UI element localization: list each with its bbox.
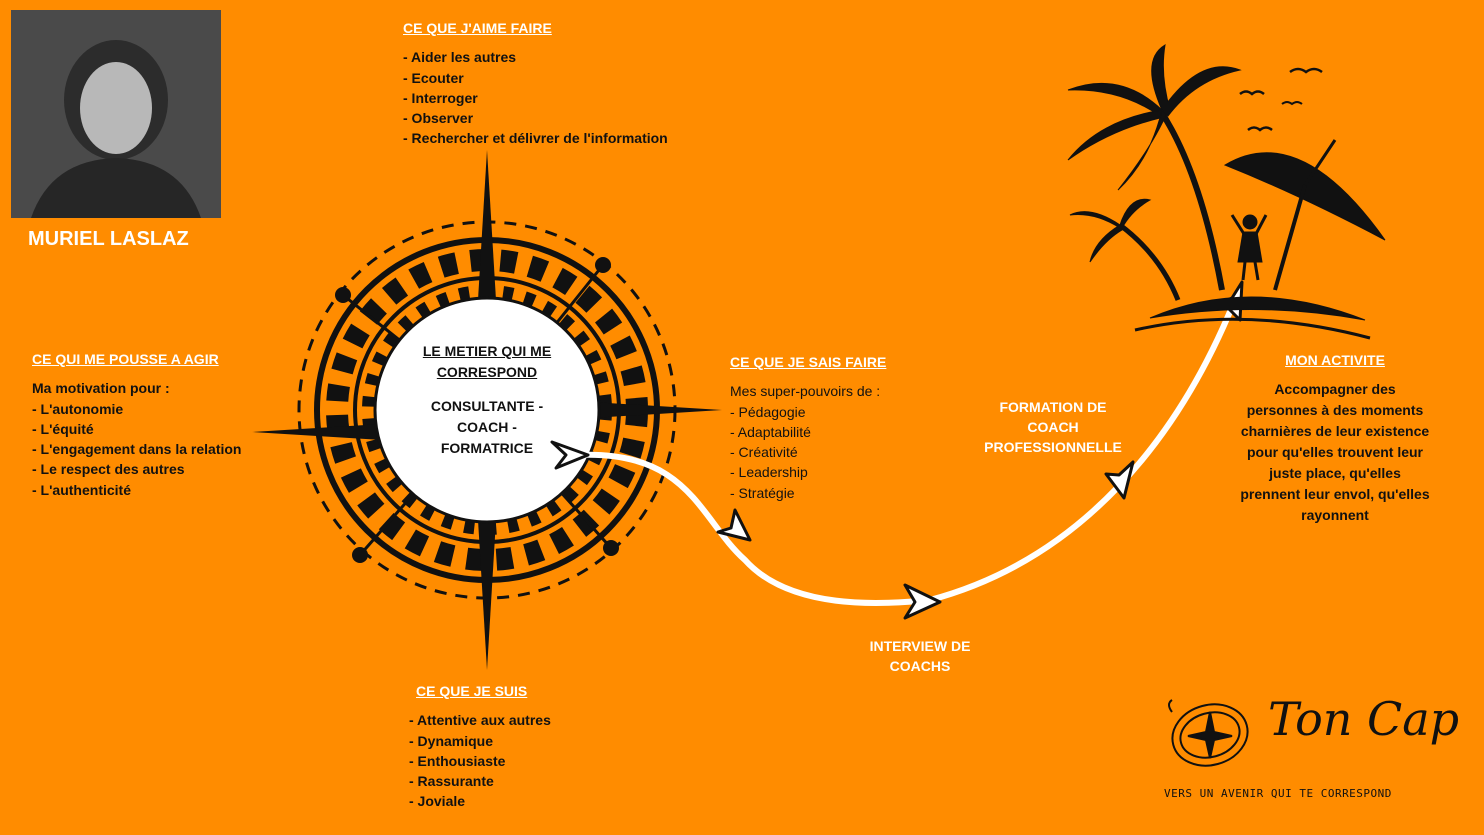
section-sais-faire: CE QUE JE SAIS FAIRE Mes super-pouvoirs … bbox=[730, 352, 886, 503]
portrait-silhouette-icon bbox=[11, 10, 221, 218]
list-item: - Joviale bbox=[409, 793, 466, 810]
list-item: - Attentive aux autres bbox=[409, 712, 551, 729]
section-je-suis: CE QUE JE SUIS - Attentive aux autres - … bbox=[409, 681, 551, 812]
list-item: - Stratégie bbox=[730, 484, 795, 501]
list-item: - Adaptabilité bbox=[730, 423, 811, 440]
section-heading: MON ACTIVITE bbox=[1285, 352, 1385, 368]
brand-logo-text: Ton Cap bbox=[1268, 692, 1460, 746]
person-name: MURIEL LASLAZ bbox=[28, 228, 189, 250]
list-item: - Interroger bbox=[403, 89, 478, 106]
hub-job: CONSULTANTE - COACH - FORMATRICE bbox=[430, 398, 544, 456]
compass-logo-icon bbox=[1168, 699, 1249, 767]
list-item: - L'équité bbox=[32, 420, 94, 437]
item-list: - Aider les autres - Ecouter - Interroge… bbox=[403, 47, 668, 148]
portrait-photo bbox=[11, 10, 221, 218]
section-activite: MON ACTIVITE Accompagner des personnes à… bbox=[1240, 350, 1430, 526]
section-heading: CE QUE J'AIME FAIRE bbox=[403, 20, 552, 36]
list-item: - Créativité bbox=[730, 444, 798, 461]
island-palm-umbrella-icon bbox=[1067, 44, 1386, 340]
list-item: - L'autonomie bbox=[32, 400, 124, 417]
list-item: - Pédagogie bbox=[730, 403, 806, 420]
step-formation: FORMATION DE COACH PROFESSIONNELLE bbox=[984, 399, 1122, 455]
section-pousse-agir: CE QUI ME POUSSE A AGIR Ma motivation po… bbox=[32, 349, 241, 500]
list-item: - L'engagement dans la relation bbox=[32, 441, 242, 458]
item-list: - Pédagogie - Adaptabilité - Créativité … bbox=[730, 402, 886, 503]
list-item: - Rassurante bbox=[409, 773, 494, 790]
list-item: - Ecouter bbox=[403, 69, 464, 86]
section-heading: CE QUE JE SAIS FAIRE bbox=[730, 354, 887, 370]
list-item: - Le respect des autres bbox=[32, 461, 185, 478]
arrow-head-icon bbox=[550, 280, 1244, 620]
list-item: - Enthousiaste bbox=[409, 752, 506, 769]
path-curve bbox=[577, 290, 1241, 606]
item-list: - Attentive aux autres - Dynamique - Ent… bbox=[409, 710, 551, 811]
activity-text: Accompagner des personnes à des moments … bbox=[1240, 381, 1430, 524]
list-item: - Rechercher et délivrer de l'informatio… bbox=[403, 130, 668, 147]
hub-title: LE METIER QUI ME CORRESPOND bbox=[402, 341, 572, 383]
section-intro: Mes super-pouvoirs de : bbox=[730, 383, 881, 400]
list-item: - L'authenticité bbox=[32, 481, 131, 498]
section-aime-faire: CE QUE J'AIME FAIRE - Aider les autres -… bbox=[403, 18, 668, 149]
list-item: - Observer bbox=[403, 110, 474, 127]
list-item: - Leadership bbox=[730, 464, 808, 481]
section-heading: CE QUE JE SUIS bbox=[416, 683, 528, 699]
section-heading: CE QUI ME POUSSE A AGIR bbox=[32, 351, 219, 367]
item-list: - L'autonomie - L'équité - L'engagement … bbox=[32, 399, 241, 500]
hub-title-text: LE METIER QUI ME CORRESPOND bbox=[422, 343, 552, 380]
brand-tagline: VERS UN AVENIR QUI TE CORRESPOND bbox=[1164, 787, 1392, 800]
step-interview: INTERVIEW DE COACHS bbox=[869, 638, 971, 674]
section-intro: Ma motivation pour : bbox=[32, 380, 170, 397]
list-item: - Dynamique bbox=[409, 732, 494, 749]
list-item: - Aider les autres bbox=[403, 49, 517, 66]
compass-rose-icon bbox=[252, 150, 722, 670]
